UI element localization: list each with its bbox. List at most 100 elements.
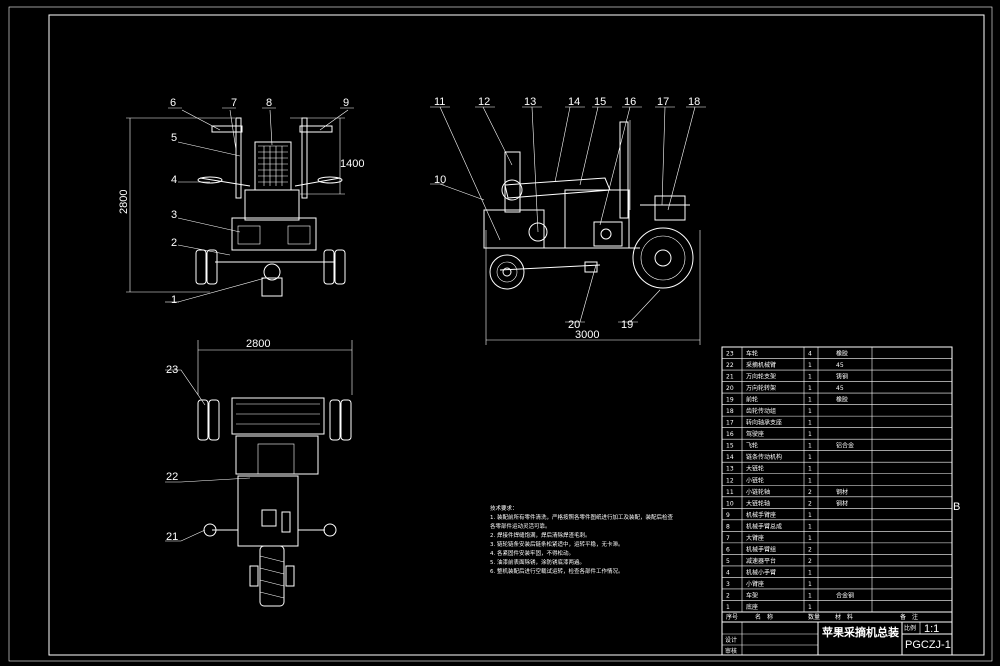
callout-21: 21 — [166, 531, 178, 543]
scale-label: 比例 — [904, 624, 916, 632]
table-cell-name: 采摘机械臂 — [746, 361, 776, 369]
table-cell-no: 19 — [726, 397, 734, 404]
table-cell-name: 万向轮转架 — [746, 384, 776, 392]
table-cell-qty: 1 — [808, 523, 812, 530]
callout-10: 10 — [434, 174, 446, 186]
scale-value: 1:1 — [924, 623, 939, 635]
callout-17: 17 — [657, 96, 669, 108]
callout-8: 8 — [266, 97, 272, 109]
note-line: 技术要求： — [490, 504, 518, 512]
table-cell-no: 22 — [726, 362, 734, 369]
table-cell-no: 2 — [726, 592, 730, 599]
table-cell-material: 45 — [836, 362, 844, 369]
table-cell-qty: 1 — [808, 466, 812, 473]
designer-label: 设计 — [725, 636, 737, 644]
callout-15: 15 — [594, 96, 606, 108]
table-cell-material: 合金钢 — [836, 591, 854, 599]
reviewer-label: 审核 — [725, 647, 737, 655]
note-line: 2. 焊接件焊缝饱满，焊后清除焊渣毛刺。 — [490, 531, 591, 539]
table-cell-name: 齿轮传动组 — [746, 407, 776, 415]
dim-length: 3000 — [575, 329, 599, 341]
callout-7: 7 — [231, 97, 237, 109]
table-cell-qty: 1 — [808, 535, 812, 542]
note-line: 1. 装配前所有零件清洗，严格按照各零件图纸进行加工及装配，装配后检查 — [490, 513, 673, 521]
callout-12: 12 — [478, 96, 490, 108]
callout-19: 19 — [621, 319, 633, 331]
table-cell-material: 铸钢 — [836, 373, 848, 381]
table-cell-material: 45 — [836, 385, 844, 392]
callout-13: 13 — [524, 96, 536, 108]
callout-6: 6 — [170, 97, 176, 109]
table-cell-qty: 1 — [808, 581, 812, 588]
outer-border — [8, 6, 993, 662]
callout-4: 4 — [171, 174, 177, 186]
table-cell-qty: 1 — [808, 431, 812, 438]
note-line: 6. 整机装配后进行空载试运转，检查各部件工作情况。 — [490, 567, 624, 575]
table-cell-name: 链条传动机构 — [746, 453, 782, 461]
table-cell-qty: 1 — [808, 443, 812, 450]
table-cell-name: 减速器平台 — [746, 557, 776, 565]
table-cell-name: 转向轴承支座 — [746, 419, 782, 427]
table-cell-name: 车轮 — [746, 350, 758, 358]
table-cell-no: 5 — [726, 558, 730, 565]
table-cell-no: 7 — [726, 535, 730, 542]
table-cell-no: 4 — [726, 569, 730, 576]
table-cell-no: 6 — [726, 546, 730, 553]
table-cell-no: 12 — [726, 477, 734, 484]
table-cell-no: 20 — [726, 385, 734, 392]
callout-2: 2 — [171, 237, 177, 249]
table-cell-material: 橡胶 — [836, 396, 848, 404]
table-cell-no: 14 — [726, 454, 734, 461]
table-cell-qty: 1 — [808, 512, 812, 519]
callout-22: 22 — [166, 471, 178, 483]
header-mat: 材 料 — [835, 613, 853, 621]
table-cell-qty: 1 — [808, 385, 812, 392]
callout-3: 3 — [171, 209, 177, 221]
table-cell-no: 9 — [726, 512, 730, 519]
table-cell-no: 8 — [726, 523, 730, 530]
drawing-code: PGCZJ-1 — [905, 639, 951, 651]
header-name: 名 称 — [755, 613, 773, 621]
table-cell-no: 18 — [726, 408, 734, 415]
note-line: 5. 油漆前表面除锈，涂防锈底漆两遍。 — [490, 558, 585, 566]
table-cell-name: 机械手臂组 — [746, 545, 776, 553]
dim-side: 1400 — [340, 158, 364, 170]
table-cell-material: 钢材 — [836, 499, 848, 507]
table-cell-no: 1 — [726, 604, 730, 611]
table-cell-qty: 2 — [808, 500, 812, 507]
side-view: 3000 — [430, 96, 706, 345]
table-cell-no: 23 — [726, 351, 734, 358]
table-cell-material: 钢材 — [836, 488, 848, 496]
inner-border — [48, 14, 985, 656]
table-cell-qty: 1 — [808, 374, 812, 381]
table-cell-qty: 1 — [808, 569, 812, 576]
table-cell-name: 底座 — [746, 603, 758, 611]
table-cell-qty: 1 — [808, 420, 812, 427]
table-cell-qty: 1 — [808, 477, 812, 484]
table-cell-qty: 1 — [808, 592, 812, 599]
callout-16: 16 — [624, 96, 636, 108]
table-cell-no: 13 — [726, 466, 734, 473]
callout-11: 11 — [434, 96, 445, 108]
header-qty: 数量 — [808, 613, 820, 621]
table-cell-name: 小链轮轴 — [746, 488, 770, 496]
callout-9: 9 — [343, 97, 349, 109]
header-no: 序号 — [726, 613, 738, 621]
table-cell-name: 飞轮 — [746, 442, 758, 450]
top-view: 2800 23 22 21 — [165, 338, 353, 607]
table-cell-qty: 1 — [808, 397, 812, 404]
table-cell-name: 前轮 — [746, 396, 758, 404]
table-cell-no: 16 — [726, 431, 734, 438]
technical-notes: 技术要求：1. 装配前所有零件清洗，严格按照各零件图纸进行加工及装配，装配后检查… — [490, 504, 673, 575]
callout-14: 14 — [568, 96, 580, 108]
table-cell-no: 11 — [726, 489, 734, 496]
callout-5: 5 — [171, 132, 177, 144]
table-cell-name: 小链轮 — [746, 476, 764, 484]
table-cell-qty: 1 — [808, 604, 812, 611]
header-note: 备 注 — [900, 613, 918, 621]
dim-width: 2800 — [246, 338, 270, 350]
note-line: 各零部件运动灵活可靠。 — [490, 522, 551, 530]
table-cell-material: 铝合金 — [836, 442, 854, 450]
table-cell-name: 机械手臂总成 — [746, 522, 782, 530]
